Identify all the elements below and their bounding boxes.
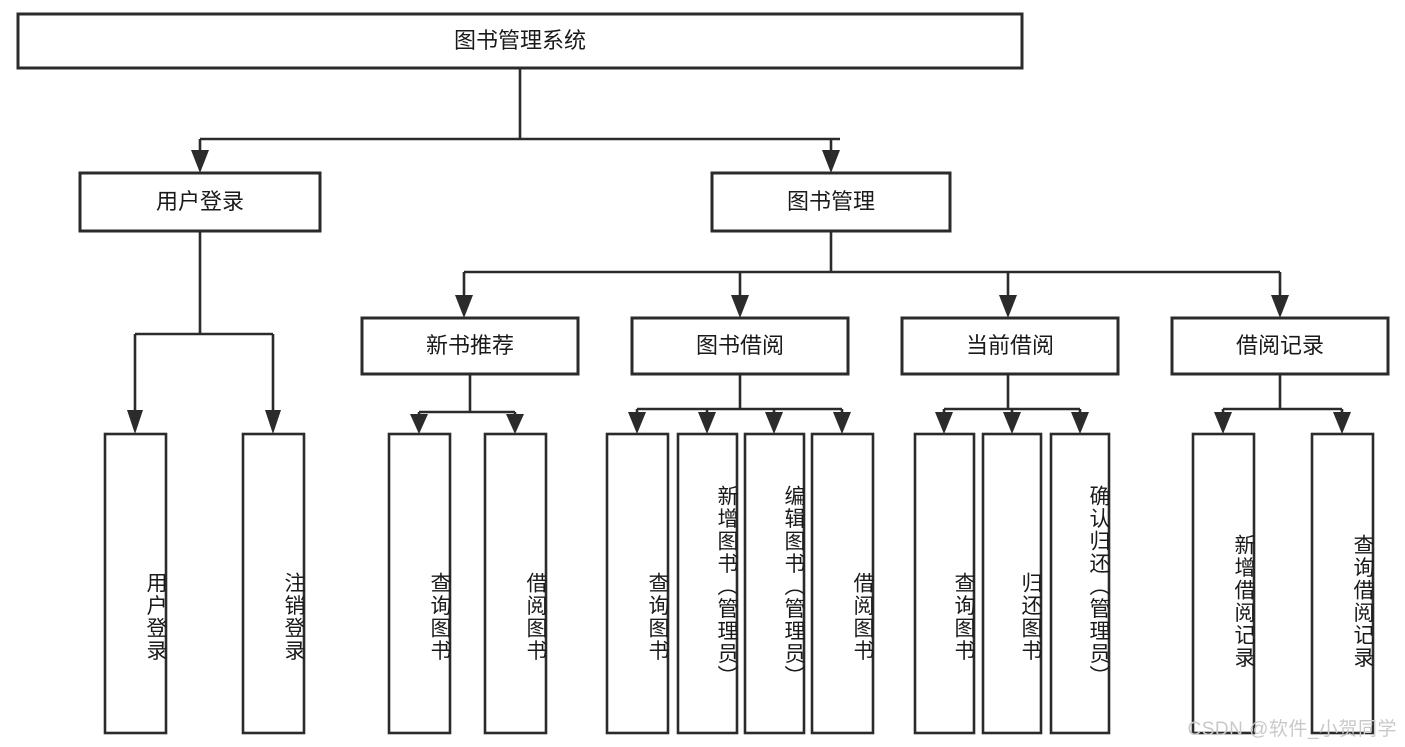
node-leaf-confirm-return-admin-box[interactable]: [1049, 432, 1111, 735]
node-leaf-logout-login-box[interactable]: [241, 432, 306, 735]
arrowhead-current-borrow: [999, 295, 1017, 318]
node-leaf-return-book-box[interactable]: [981, 432, 1043, 735]
arrowhead-user-login: [191, 150, 209, 173]
node-book-management-box[interactable]: [710, 171, 952, 233]
arrowhead-leaf-add-book-admin: [698, 412, 716, 434]
node-leaf-add-book-admin-box[interactable]: [676, 432, 739, 735]
node-leaf-query-book-borrow-box[interactable]: [605, 432, 670, 735]
node-current-borrow-box[interactable]: [900, 316, 1120, 376]
node-new-book-recommend-label: 新书推荐: [426, 333, 514, 358]
node-leaf-add-borrow-record-box[interactable]: [1191, 432, 1256, 735]
node-current-borrow-label: 当前借阅: [966, 333, 1054, 358]
arrowhead-borrow-record: [1271, 295, 1289, 318]
node-user-login-box[interactable]: [78, 171, 322, 233]
node-layer: 图书管理系统 用户登录 图书管理 新书推荐 图书借阅 当前借阅 借阅记录: [16, 12, 1390, 735]
arrowhead-leaf-query-book-borrow: [628, 412, 646, 434]
arrowhead-leaf-query-borrow-record: [1333, 412, 1351, 434]
arrowhead-leaf-query-book-current: [935, 412, 953, 434]
node-book-management-label: 图书管理: [787, 189, 875, 214]
node-new-book-recommend-box[interactable]: [360, 316, 580, 376]
arrowhead-book-management: [822, 150, 840, 173]
node-user-login-label: 用户登录: [156, 189, 244, 214]
arrowhead-new-book-recommend: [455, 295, 473, 318]
arrowhead-leaf-add-borrow-record: [1214, 412, 1232, 434]
arrowhead-leaf-logout-login: [265, 410, 281, 434]
node-book-borrow-label: 图书借阅: [696, 333, 784, 358]
connector-layer: [127, 68, 1351, 434]
arrowhead-leaf-borrow-book: [833, 412, 851, 434]
node-root-label: 图书管理系统: [454, 28, 586, 53]
arrowhead-leaf-user-login: [127, 410, 143, 434]
node-leaf-query-book-current-box[interactable]: [913, 432, 976, 735]
arrowhead-book-borrow: [731, 295, 749, 318]
node-borrow-record-box[interactable]: [1170, 316, 1390, 376]
node-leaf-user-login-box[interactable]: [103, 432, 168, 735]
node-leaf-borrow-book-box[interactable]: [810, 432, 875, 735]
node-leaf-query-book-recommend-box[interactable]: [387, 432, 452, 735]
node-borrow-record-label: 借阅记录: [1236, 333, 1324, 358]
arrowhead-leaf-borrow-book-recommend: [506, 414, 524, 434]
watermark: CSDN @软件_小贺同学: [1187, 719, 1397, 740]
node-leaf-edit-book-admin-box[interactable]: [743, 432, 806, 735]
arrowhead-leaf-query-book-recommend: [410, 414, 428, 434]
node-leaf-borrow-book-recommend-box[interactable]: [483, 432, 548, 735]
arrowhead-leaf-edit-book-admin: [765, 412, 783, 434]
arrowhead-leaf-confirm-return-admin: [1071, 412, 1089, 434]
node-root-box[interactable]: [16, 12, 1024, 70]
node-book-borrow-box[interactable]: [630, 316, 850, 376]
node-leaf-query-borrow-record-box[interactable]: [1310, 432, 1375, 735]
arrowhead-leaf-return-book: [1003, 412, 1021, 434]
